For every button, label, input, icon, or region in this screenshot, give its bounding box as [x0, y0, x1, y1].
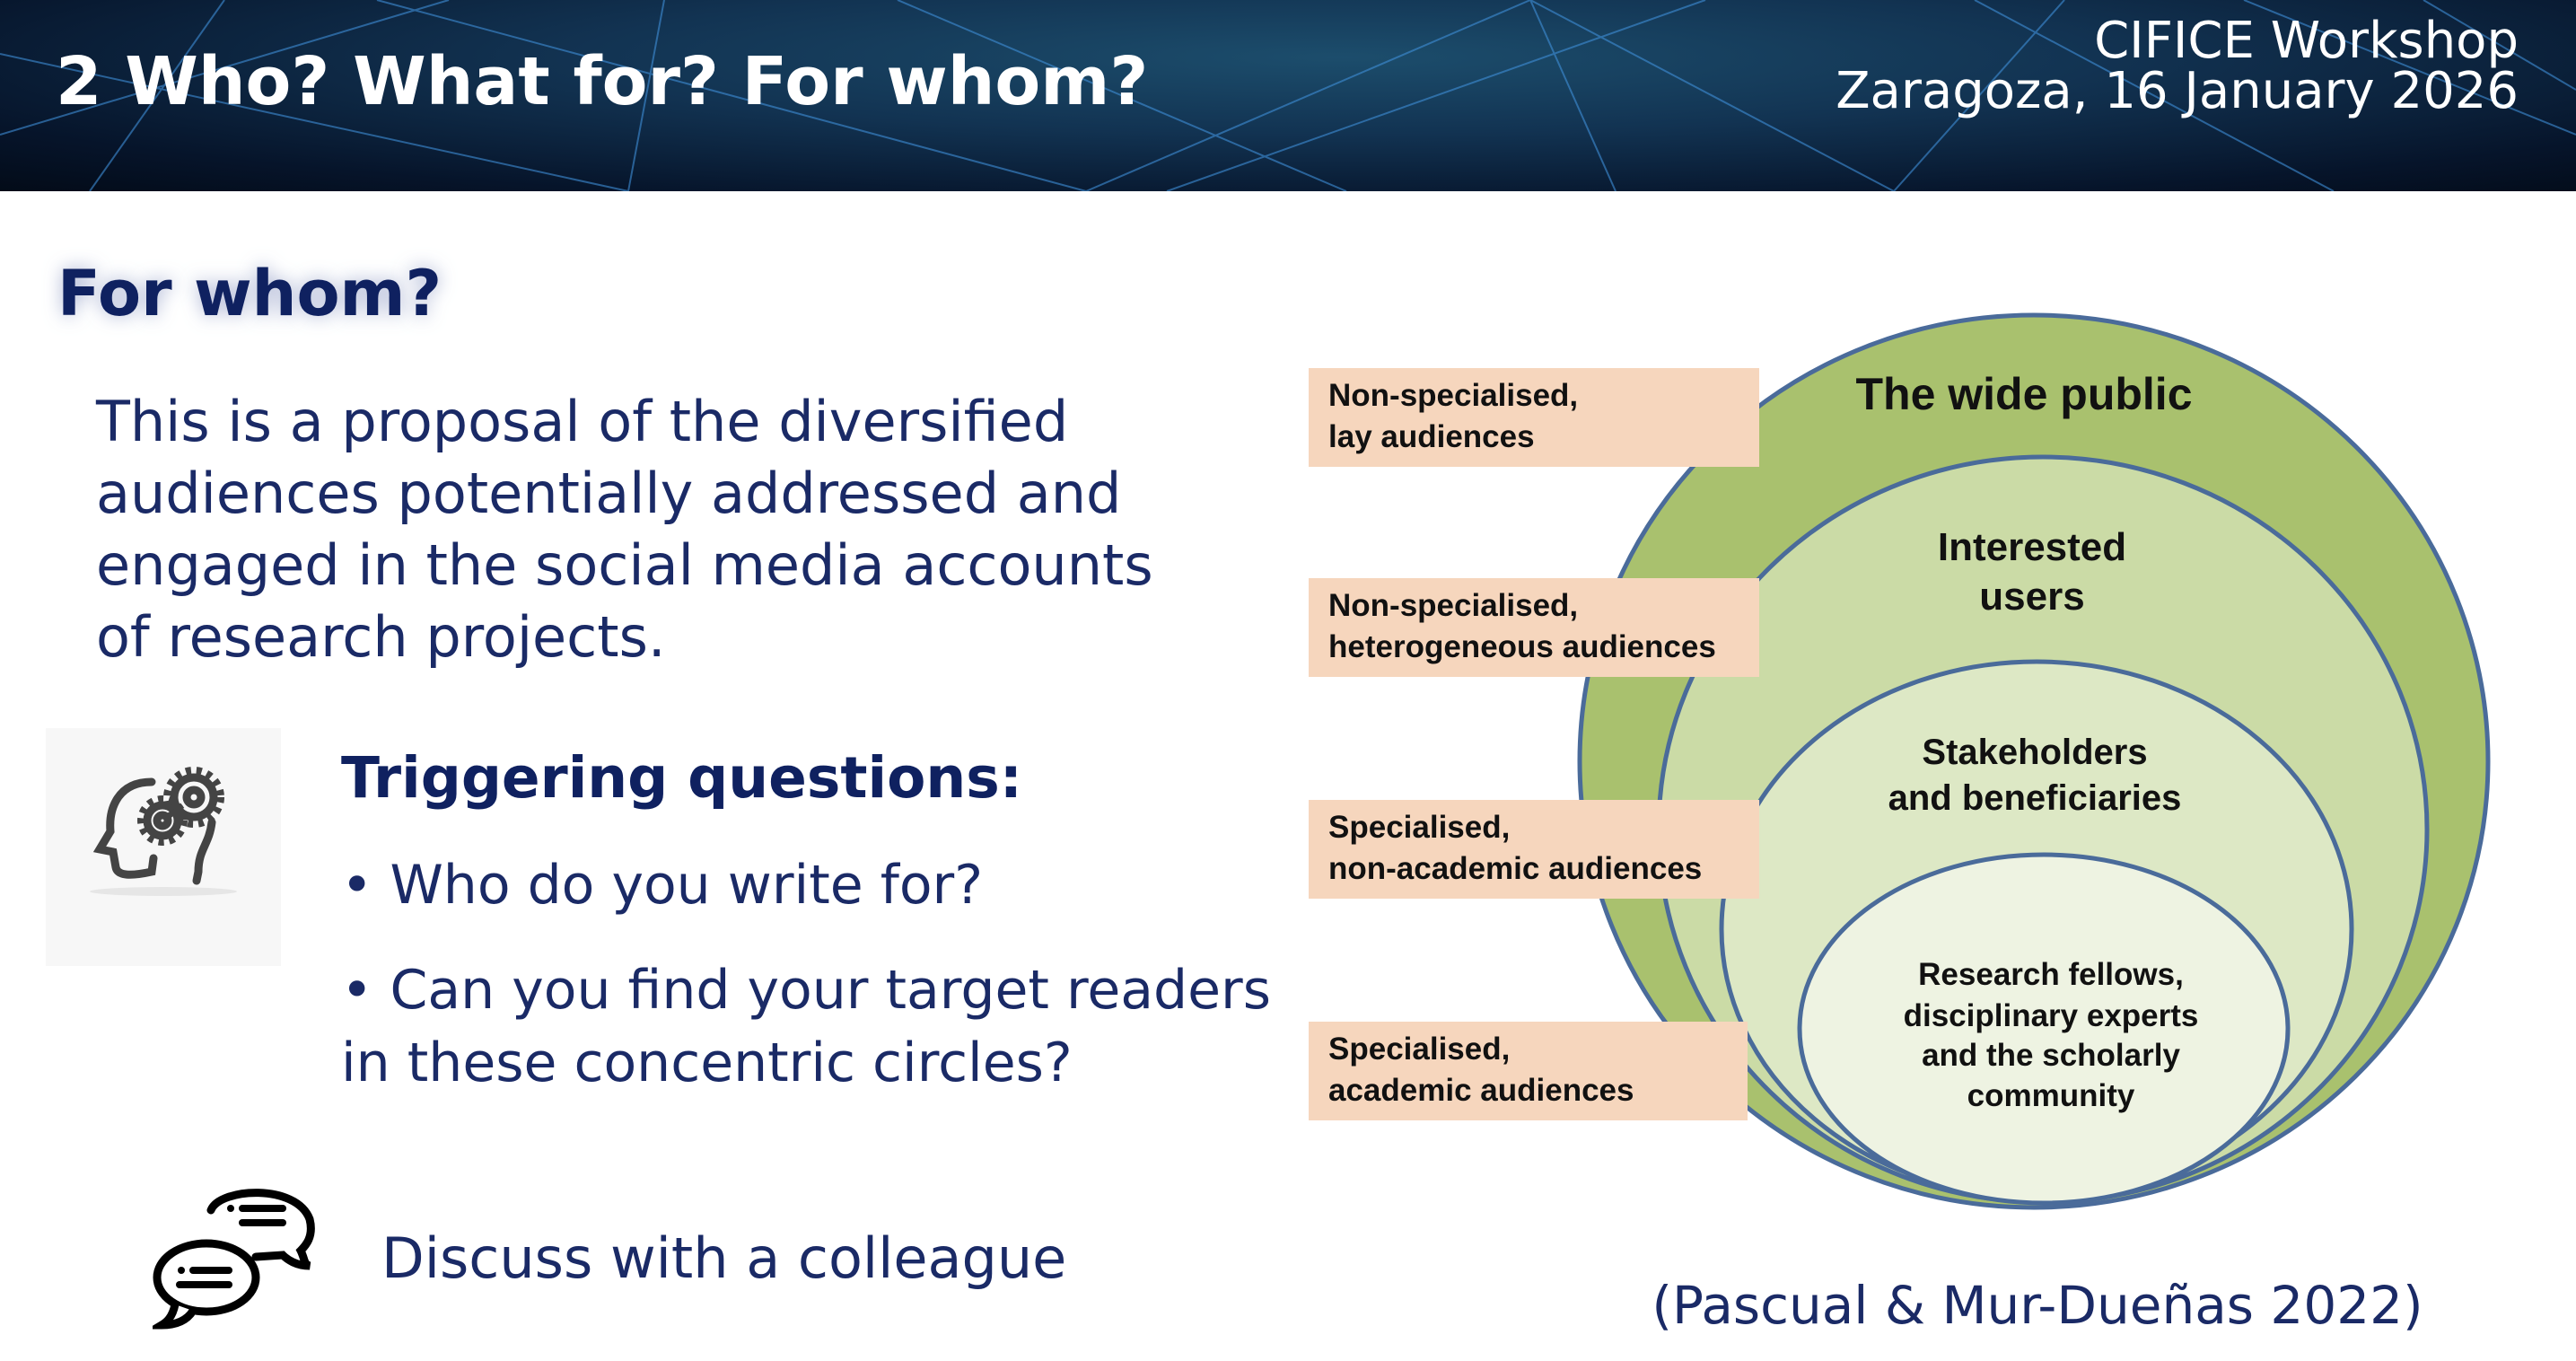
audience-label-academic: Specialised, academic audiences [1309, 1022, 1748, 1120]
slide-title: 2 Who? What for? For whom? [56, 43, 1149, 120]
audience-label-lay: Non-specialised, lay audiences [1309, 368, 1759, 467]
event-place-date: Zaragoza, 16 January 2026 [1836, 62, 2519, 120]
label-line: heterogeneous audiences [1328, 629, 1716, 664]
circle-label-research-2: disciplinary experts [1904, 998, 2199, 1033]
circle-label-stakeholders: Stakeholders [1922, 733, 2147, 772]
network-background [0, 0, 2576, 191]
citation: (Pascual & Mur-Dueñas 2022) [1652, 1275, 2423, 1336]
circle-label-wide-public: The wide public [1855, 369, 2192, 419]
label-line: lay audiences [1328, 419, 1535, 454]
label-line: Specialised, [1328, 810, 1511, 845]
circle-label-research-3: and the scholarly [1922, 1038, 2180, 1073]
section-title: For whom? [57, 257, 442, 330]
question-2-line1: • Can you find your target readers [341, 959, 1271, 1022]
slide-header: 2 Who? What for? For whom? CIFICE Worksh… [0, 0, 2576, 191]
audience-label-heterogeneous: Non-specialised, heterogeneous audiences [1309, 578, 1759, 677]
triggering-title: Triggering questions: [341, 745, 1022, 811]
circle-label-interested: Interested [1938, 525, 2126, 569]
circle-label-research-1: Research fellows, [1918, 957, 2184, 992]
label-line: Specialised, [1328, 1032, 1511, 1067]
label-line: Non-specialised, [1328, 588, 1579, 623]
question-2-line2: in these concentric circles? [341, 1032, 1073, 1094]
chat-bubbles-icon [146, 1183, 319, 1335]
circle-label-beneficiaries: and beneficiaries [1888, 778, 2182, 818]
question-1: • Who do you write for? [341, 854, 984, 917]
label-line: academic audiences [1328, 1073, 1634, 1108]
discuss-prompt: Discuss with a colleague [381, 1225, 1067, 1291]
label-line: Non-specialised, [1328, 378, 1579, 413]
audience-label-non-academic: Specialised, non-academic audiences [1309, 800, 1759, 899]
head-gears-icon [46, 728, 281, 966]
circle-research-fellows [1797, 852, 2291, 1206]
event-name: CIFICE Workshop [2094, 12, 2519, 70]
circle-label-research-4: community [1967, 1078, 2135, 1113]
intro-paragraph: This is a proposal of the diversified au… [96, 389, 1153, 670]
circle-label-users: users [1979, 575, 2084, 619]
label-line: non-academic audiences [1328, 851, 1703, 886]
event-info: CIFICE Workshop Zaragoza, 16 January 202… [1836, 16, 2519, 117]
